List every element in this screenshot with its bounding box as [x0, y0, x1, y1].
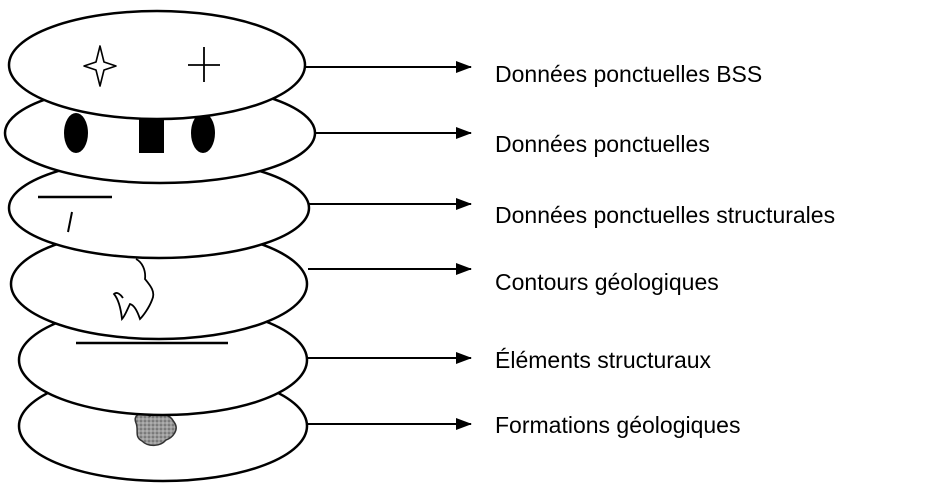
ellipse-point-icon	[64, 113, 88, 153]
layer-label: Données ponctuelles	[495, 131, 710, 157]
layer-donnees-ponctuelles-bss: Données ponctuelles BSS	[7, 9, 762, 121]
layer-label: Contours géologiques	[495, 269, 719, 295]
plus-icon	[188, 47, 220, 82]
layer-label: Données ponctuelles structurales	[495, 202, 835, 228]
contour-line-icon	[112, 258, 155, 321]
layer-donnees-ponctuelles-structurales: Données ponctuelles structurales	[7, 156, 835, 260]
layer-disc	[7, 9, 307, 121]
layer-contours-geologiques: Contours géologiques	[9, 227, 719, 341]
dip-tick-icon	[67, 211, 73, 233]
layer-label: Éléments structuraux	[495, 347, 712, 373]
four-point-star-icon	[83, 45, 117, 87]
layer-label: Données ponctuelles BSS	[495, 61, 762, 87]
square-point-icon	[139, 117, 164, 153]
layer-label: Formations géologiques	[495, 412, 740, 438]
ellipse-point-icon	[191, 113, 215, 153]
